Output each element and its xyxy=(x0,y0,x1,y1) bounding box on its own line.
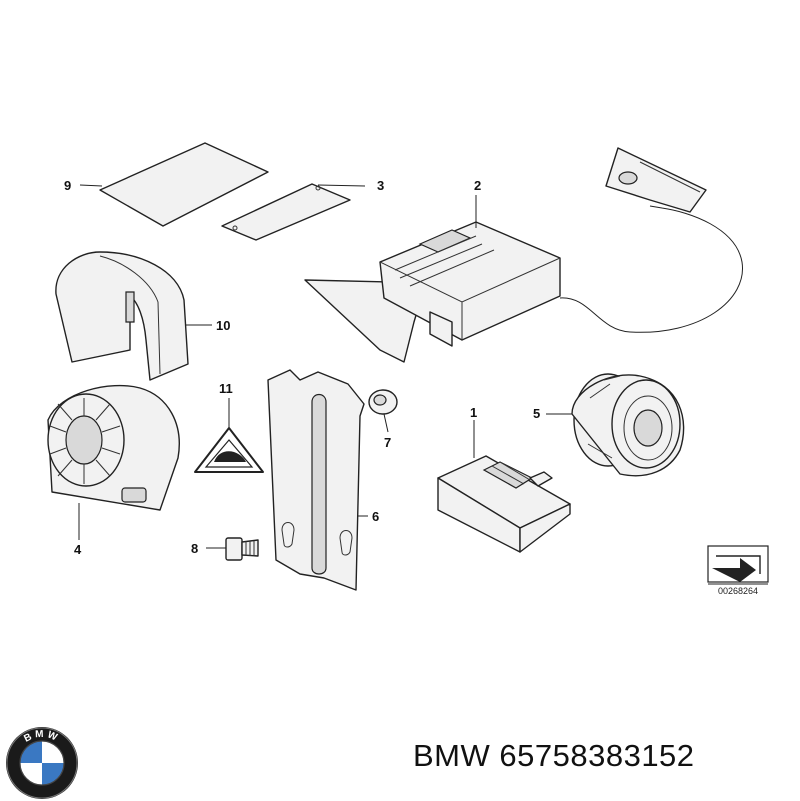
callout-7: 7 xyxy=(384,435,391,450)
callout-1: 1 xyxy=(470,405,477,420)
callout-5: 5 xyxy=(533,406,540,421)
part-6-bracket xyxy=(267,369,368,591)
parts-diagram: 00268264 2 9 3 10 11 1 5 7 6 4 8 xyxy=(47,142,769,596)
part-11-warning-label xyxy=(194,398,264,473)
footer-brand-line: BMW 65758383152 xyxy=(413,738,695,774)
callout-2: 2 xyxy=(474,178,481,193)
part-7-grommet xyxy=(368,389,398,433)
logo-text: BMW xyxy=(22,729,58,745)
part-2-control-module xyxy=(304,147,743,363)
part-9-sheet xyxy=(79,142,269,227)
callout-9: 9 xyxy=(64,178,71,193)
callout-11: 11 xyxy=(219,381,233,396)
part-1-module xyxy=(437,420,571,553)
reference-icon: 00268264 xyxy=(707,545,769,596)
part-number: 65758383152 xyxy=(499,738,695,773)
callout-6: 6 xyxy=(372,509,379,524)
svg-text:BMW: BMW xyxy=(22,729,61,745)
part-3-plate xyxy=(221,183,366,241)
brand-name: BMW xyxy=(413,738,491,773)
callout-4: 4 xyxy=(74,542,82,557)
part-10-cover xyxy=(55,251,212,381)
callout-10: 10 xyxy=(216,318,230,333)
part-4-speaker-housing xyxy=(47,384,180,540)
part-5-speaker xyxy=(546,373,685,477)
callout-3: 3 xyxy=(377,178,384,193)
reference-code: 00268264 xyxy=(718,586,758,596)
part-8-screw xyxy=(206,537,259,561)
callout-8: 8 xyxy=(191,541,198,556)
bmw-logo: BMW xyxy=(6,727,78,799)
